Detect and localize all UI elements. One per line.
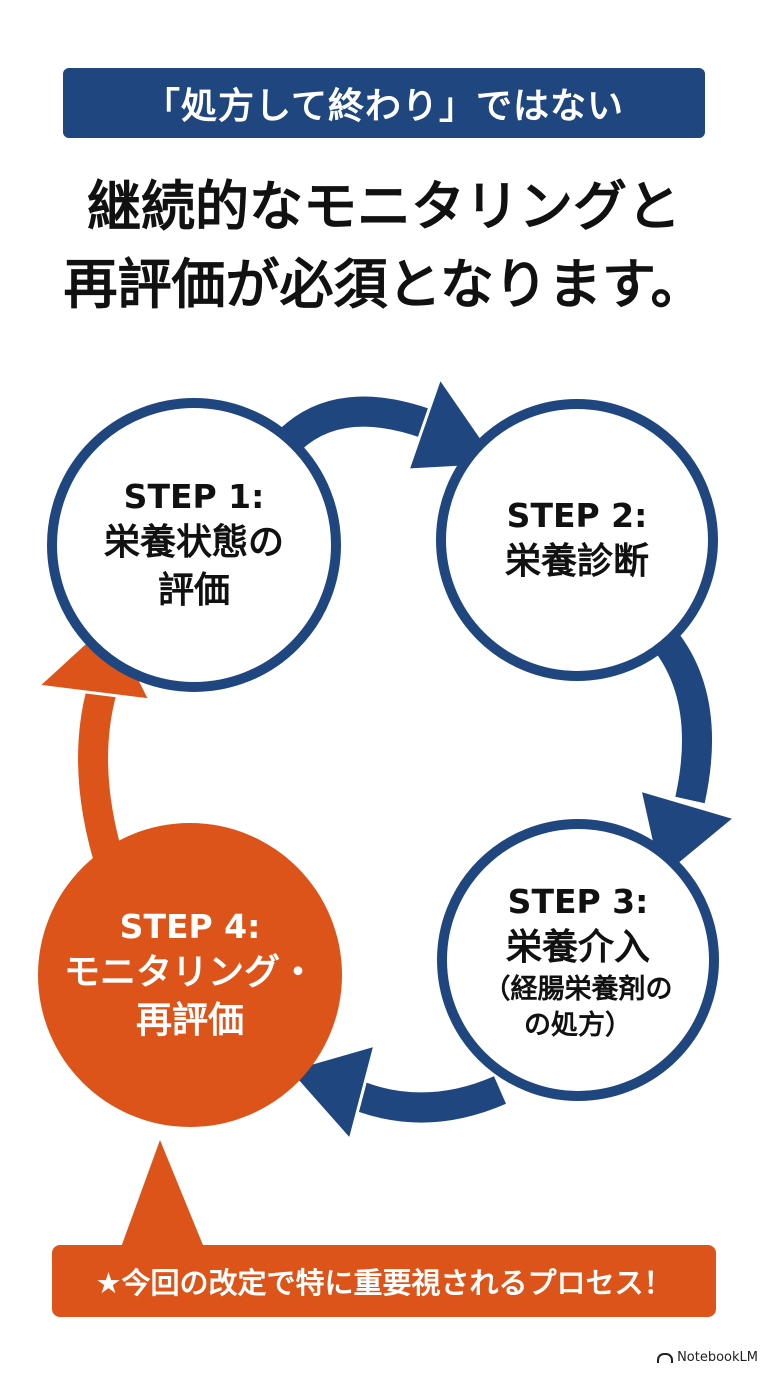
headline: 継続的なモニタリングと 再評価が必須となります。 — [0, 168, 768, 324]
arrow-step2-to-step3 — [652, 630, 712, 804]
step-1-circle — [47, 398, 341, 692]
step-3-circle — [437, 819, 719, 1101]
step-3: STEP 3: 栄養介入 （経腸栄養剤の の処方） — [463, 872, 693, 1052]
step-4-label: STEP 4: — [119, 907, 261, 946]
step-3-label: STEP 3: — [507, 882, 649, 921]
step-4-title-line-1: モニタリング・ — [63, 952, 316, 993]
headline-line-2: 再評価が必須となります。 — [63, 253, 705, 316]
step-2-title-line-1: 栄養診断 — [504, 541, 649, 582]
callout-text: ★今回の改定で特に重要視されるプロセス！ — [95, 1266, 673, 1300]
step-4-title-line-2: 再評価 — [135, 1000, 244, 1041]
step-4-circle — [38, 823, 342, 1127]
step-1-label: STEP 1: — [123, 477, 265, 516]
step-3-sub-line-1: （経腸栄養剤の — [483, 974, 673, 1005]
step-1: STEP 1: 栄養状態の 評価 — [74, 448, 314, 642]
step-1-title-line-2: 評価 — [157, 570, 230, 611]
headline-line-1: 継続的なモニタリングと — [87, 175, 681, 238]
step-3-title-line-1: 栄養介入 — [505, 927, 650, 968]
step-2: STEP 2: 栄養診断 — [467, 488, 687, 592]
callout-box: ★今回の改定で特に重要視されるプロセス！ — [52, 1245, 716, 1317]
banner-text: 「処方して終わり」ではない — [144, 86, 624, 127]
step-4: STEP 4: モニタリング・ 再評価 — [50, 880, 330, 1070]
subtitle-banner: 「処方して終わり」ではない — [63, 68, 705, 138]
step-2-label: STEP 2: — [506, 496, 648, 535]
arrow-step4-to-step1 — [78, 686, 127, 875]
brand-watermark: NotebookLM — [657, 1350, 758, 1365]
arrow-head-step3-to-step4 — [285, 1042, 378, 1144]
arrow-step3-to-step4 — [338, 1076, 507, 1123]
step-2-circle — [436, 399, 718, 681]
step-1-title-line-1: 栄養状態の — [103, 522, 284, 563]
notebooklm-logo-icon — [657, 1352, 674, 1363]
step-3-sub-line-2: の処方） — [524, 1010, 632, 1041]
brand-text: NotebookLM — [677, 1350, 758, 1365]
callout-pointer — [120, 1140, 205, 1250]
arrow-step1-to-step2 — [279, 396, 436, 452]
